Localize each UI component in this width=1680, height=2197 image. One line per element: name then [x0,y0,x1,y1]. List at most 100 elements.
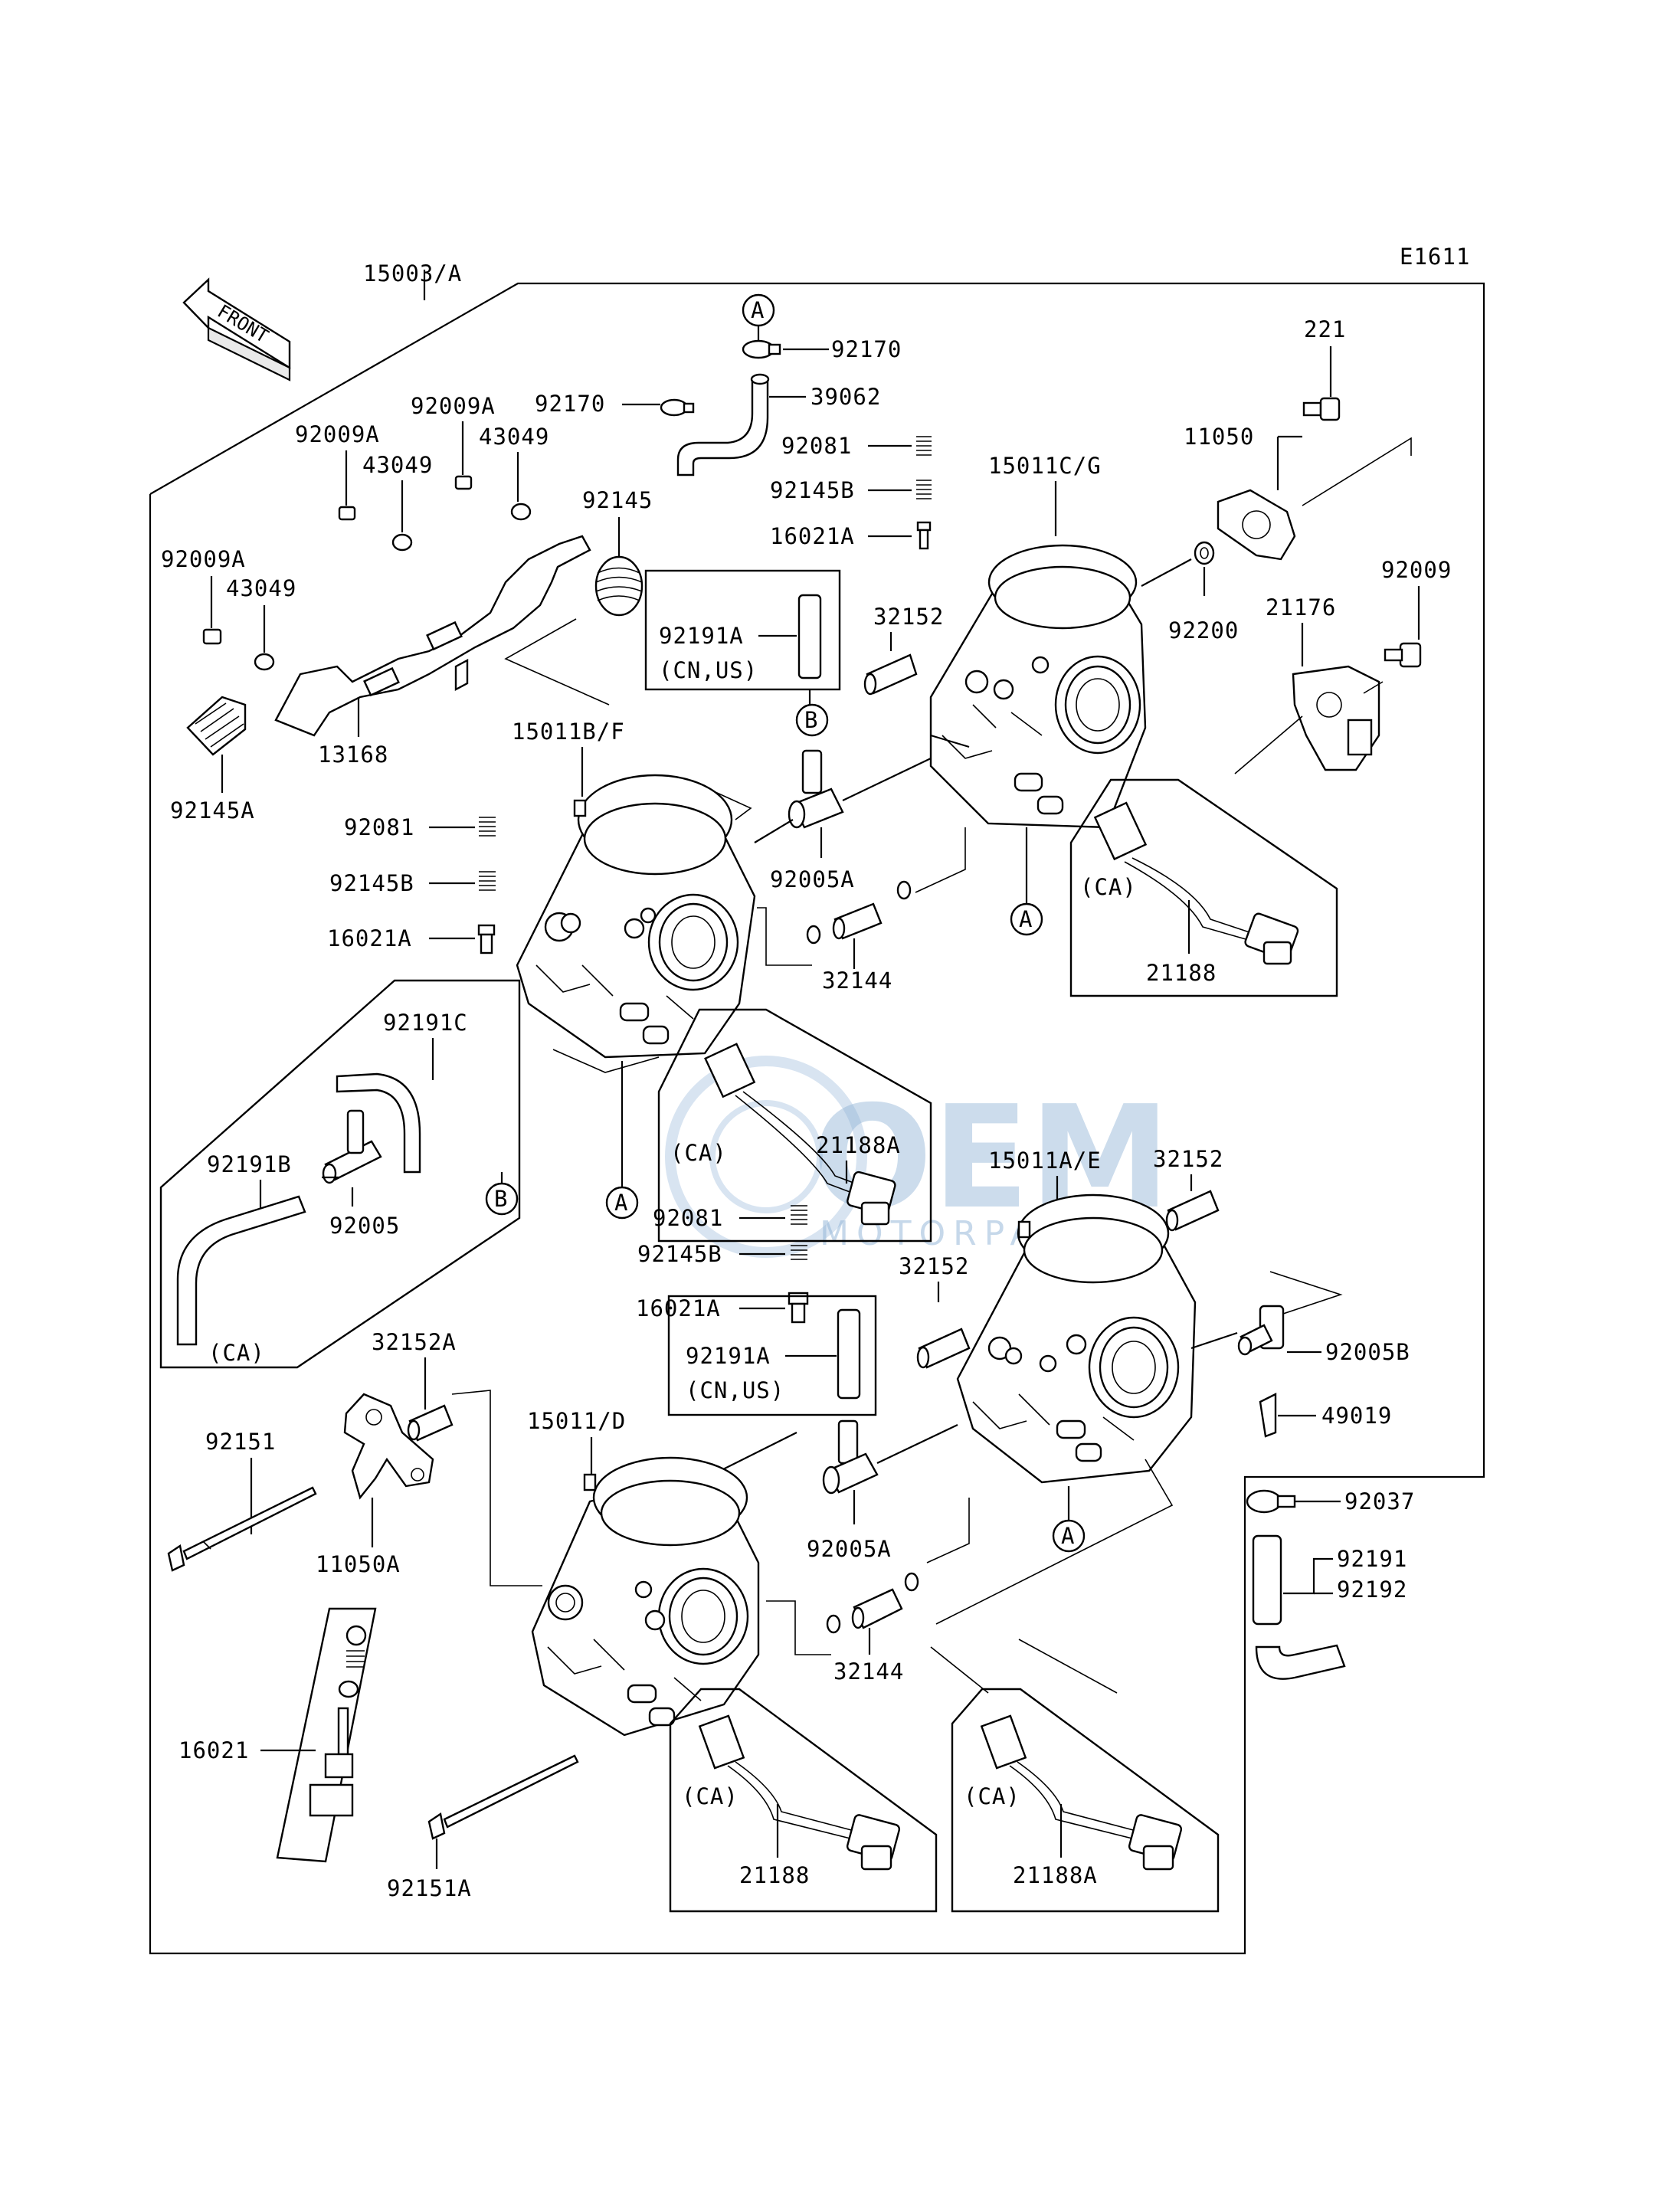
diagram-code: E1611 [1400,244,1470,270]
label-92005B: 92005B [1325,1339,1410,1365]
label-92200: 92200 [1168,617,1239,643]
label-92191B: 92191B [207,1151,292,1177]
tube-part [916,1328,971,1369]
label-21188-bot: 21188 [739,1862,810,1888]
label-21188A-bot: 21188A [1013,1862,1098,1888]
tube-part [1165,1190,1220,1232]
label-92009A-2: 92009A [295,421,380,447]
label-15011CG: 15011C/G [988,453,1102,479]
hose-part [176,1195,306,1346]
washer-part [391,533,413,552]
valve-part [1259,1393,1277,1438]
t-fitting-part [822,1419,879,1495]
lever-part [343,1393,434,1500]
spring-part [916,480,932,499]
svg-text:B: B [804,707,818,733]
label-92170-top: 92170 [831,336,902,362]
spring-part [594,555,644,617]
o-ring-part [826,1572,919,1634]
hose-clamp-part [1246,1489,1296,1514]
label-92191A-bot: 92191A [686,1343,771,1369]
region-note-ca: (CA) [670,1140,727,1166]
carburetor-15011AE-part [956,1193,1197,1484]
svg-text:A: A [751,297,765,323]
label-92081-right: 92081 [781,433,852,459]
label-92151A: 92151A [387,1875,472,1901]
screw-part [202,628,222,645]
ref-circle-a: A [742,293,775,327]
region-note-cn-us: (CN,US) [686,1377,784,1403]
label-92005: 92005 [329,1213,400,1239]
label-43049-2: 43049 [479,424,549,450]
label-39062: 39062 [811,384,881,410]
label-92081-left: 92081 [344,814,414,840]
label-32152-mid2: 32152 [899,1253,969,1279]
label-92005A-top: 92005A [770,866,855,892]
screw-part [788,1292,809,1324]
label-49019: 49019 [1321,1403,1392,1429]
elbow-fitting-part [1237,1305,1285,1356]
front-arrow-icon: FRONT [182,277,291,381]
screw-part [477,924,496,954]
region-note-box [1069,778,1338,997]
ref-circle-a: A [1010,902,1043,936]
throttle-sensor-part [1292,665,1380,771]
hose-part [1252,1534,1346,1680]
region-note-box [669,1688,938,1913]
svg-text:A: A [1061,1523,1075,1549]
label-15011BF: 15011B/F [512,719,625,745]
label-92145A: 92145A [170,797,255,823]
spring-part [186,696,247,756]
label-92192: 92192 [1337,1577,1407,1603]
t-fitting-part [322,1109,382,1184]
washer-part [254,653,275,671]
label-16021: 16021 [178,1737,249,1763]
screw-part [338,506,356,521]
o-ring-part [806,880,912,945]
screw-part [916,521,932,550]
region-note-box [667,1295,877,1416]
region-note-box [657,1008,932,1243]
label-92081-mid: 92081 [653,1205,723,1231]
screw-part [1384,642,1422,668]
label-16021A-left: 16021A [327,925,412,951]
tube-part [407,1404,454,1442]
label-13168: 13168 [318,742,388,768]
ref-circle-a: A [1052,1519,1086,1553]
connector-cable-part [704,1043,896,1226]
label-92151: 92151 [205,1429,276,1455]
label-92145B-right: 92145B [770,477,855,503]
ref-circle-b: B [485,1182,519,1216]
hose-part [837,1308,861,1400]
vacuum-hose-part [676,373,770,476]
shaft-part [167,1486,317,1572]
region-note-ca: (CA) [1080,874,1137,900]
svg-text:A: A [1019,906,1033,932]
assembly-frame [149,270,1485,1955]
bracket-plate-part [1217,489,1296,561]
label-15003A: 15003/A [363,260,462,286]
label-32152A: 32152A [372,1329,457,1355]
label-92191C: 92191C [383,1010,468,1036]
label-92145B-left: 92145B [329,870,414,896]
label-92009A-3: 92009A [161,546,246,572]
label-92009A-1: 92009A [411,393,496,419]
region-note-box [644,569,841,691]
region-note-ca: (CA) [964,1783,1020,1809]
label-43049-3: 43049 [226,575,296,601]
hose-clamp-part [742,339,781,359]
label-92191: 92191 [1337,1546,1407,1572]
label-43049-1: 43049 [362,452,433,478]
hose-part [797,594,822,679]
label-32152-right: 32152 [873,604,944,630]
svg-text:A: A [614,1190,628,1216]
throttle-bracket-part [274,535,591,737]
washer-part [1194,541,1215,565]
svg-text:B: B [494,1186,508,1212]
label-15011AE: 15011A/E [988,1148,1102,1174]
label-15011D: 15011/D [527,1408,626,1434]
label-92009: 92009 [1381,557,1452,583]
region-note-box [951,1688,1220,1913]
spring-part [916,436,932,456]
ref-circle-b: B [795,703,829,737]
